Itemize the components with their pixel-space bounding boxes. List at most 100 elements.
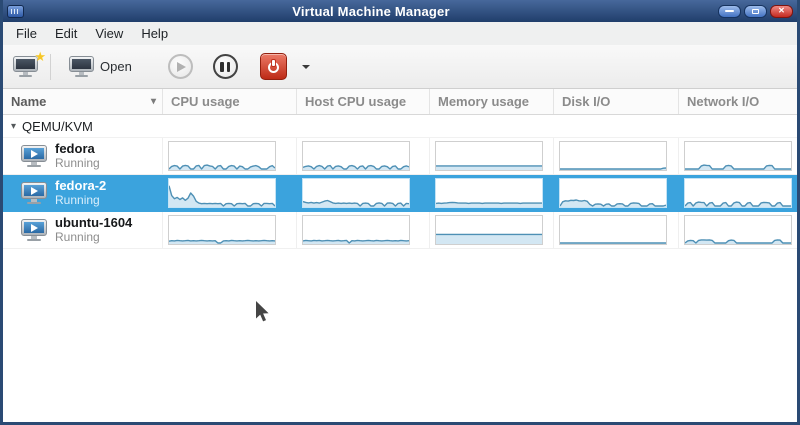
memory-chart — [435, 178, 543, 208]
memory-cell — [430, 175, 554, 211]
memory-cell — [430, 138, 554, 174]
shutdown-menu-caret-icon[interactable] — [301, 64, 310, 69]
memory-chart — [435, 141, 543, 171]
column-header-host-cpu-usage[interactable]: Host CPU usage — [297, 89, 430, 114]
play-icon — [177, 61, 187, 72]
expander-icon[interactable]: ▾ — [11, 120, 17, 132]
cpu-sparkline — [169, 239, 275, 244]
vm-status: Running — [55, 155, 100, 170]
memory-sparkline — [436, 165, 542, 170]
host-cpu-sparkline — [303, 164, 409, 170]
network-sparkline — [685, 201, 791, 207]
vm-list: Name ▾ CPU usage Host CPU usage Memory u… — [3, 89, 797, 422]
menubar: File Edit View Help — [3, 22, 797, 45]
host-cpu-cell — [297, 138, 430, 174]
vm-monitor-icon — [21, 219, 47, 241]
run-button[interactable] — [167, 54, 193, 79]
toolbar: ★ Open — [3, 45, 797, 89]
column-header-cpu-usage[interactable]: CPU usage — [163, 89, 297, 114]
network-cell — [679, 138, 797, 174]
disk-chart — [559, 141, 667, 171]
disk-cell — [554, 138, 679, 174]
vm-status: Running — [55, 229, 100, 244]
host-cpu-cell — [297, 175, 430, 211]
disk-chart — [559, 178, 667, 208]
host-cpu-cell — [297, 212, 430, 248]
pause-button[interactable] — [212, 54, 238, 79]
titlebar[interactable]: Virtual Machine Manager ✕ — [3, 0, 797, 22]
menu-edit[interactable]: Edit — [54, 26, 78, 41]
menu-file[interactable]: File — [16, 26, 37, 41]
network-cell — [679, 212, 797, 248]
app-icon — [7, 4, 24, 18]
new-vm-button[interactable]: ★ — [11, 49, 46, 79]
column-header-memory-usage[interactable]: Memory usage — [430, 89, 554, 114]
maximize-icon — [752, 8, 759, 14]
network-chart — [684, 141, 792, 171]
open-button-label: Open — [100, 59, 132, 74]
host-cpu-chart — [302, 141, 410, 171]
cpu-cell — [163, 138, 297, 174]
network-chart — [684, 178, 792, 208]
disk-sparkline — [560, 167, 666, 170]
cpu-sparkline — [169, 185, 275, 207]
host-cpu-chart — [302, 178, 410, 208]
minimize-button[interactable] — [718, 4, 741, 18]
vm-monitor-icon — [21, 182, 47, 204]
vm-monitor-icon — [21, 145, 47, 167]
column-header-network-io[interactable]: Network I/O — [687, 94, 760, 109]
cpu-chart — [168, 215, 276, 245]
menu-help[interactable]: Help — [141, 26, 169, 41]
pause-icon — [220, 61, 231, 72]
vm-name: fedora — [55, 140, 95, 156]
host-cpu-sparkline — [303, 239, 409, 244]
disk-cell — [554, 175, 679, 211]
open-icon — [69, 56, 94, 77]
network-chart — [684, 215, 792, 245]
close-button[interactable]: ✕ — [770, 4, 793, 18]
new-vm-icon — [13, 56, 38, 77]
disk-cell — [554, 212, 679, 248]
column-header-row: Name ▾ CPU usage Host CPU usage Memory u… — [3, 89, 797, 115]
network-sparkline — [685, 164, 791, 170]
cpu-cell — [163, 175, 297, 211]
host-cpu-sparkline — [303, 199, 409, 207]
power-icon — [267, 59, 280, 74]
minimize-icon — [725, 10, 734, 12]
memory-cell — [430, 212, 554, 248]
network-cell — [679, 175, 797, 211]
connection-row-qemu-kvm[interactable]: ▾ QEMU/KVM — [3, 115, 797, 138]
vm-status: Running — [55, 192, 100, 207]
star-icon: ★ — [34, 49, 46, 64]
vm-name: ubuntu-1604 — [55, 214, 133, 230]
memory-chart — [435, 215, 543, 245]
cpu-chart — [168, 141, 276, 171]
disk-sparkline — [560, 199, 666, 207]
toolbar-separator — [50, 53, 51, 80]
column-header-name[interactable]: Name ▾ — [3, 89, 163, 114]
open-button[interactable]: Open — [65, 54, 136, 79]
connection-label: QEMU/KVM — [22, 118, 93, 134]
shutdown-button[interactable] — [259, 53, 287, 80]
sort-indicator-icon[interactable]: ▾ — [150, 96, 156, 107]
network-sparkline — [685, 239, 791, 244]
vm-name: fedora-2 — [55, 177, 107, 193]
memory-sparkline — [436, 233, 542, 244]
close-icon: ✕ — [778, 6, 785, 15]
menu-view[interactable]: View — [95, 26, 124, 41]
list-empty-area — [3, 249, 797, 422]
maximize-button[interactable] — [744, 4, 767, 18]
column-header-disk-io[interactable]: Disk I/O — [554, 89, 679, 114]
cpu-chart — [168, 178, 276, 208]
disk-sparkline — [560, 242, 666, 244]
disk-chart — [559, 215, 667, 245]
cpu-cell — [163, 212, 297, 248]
